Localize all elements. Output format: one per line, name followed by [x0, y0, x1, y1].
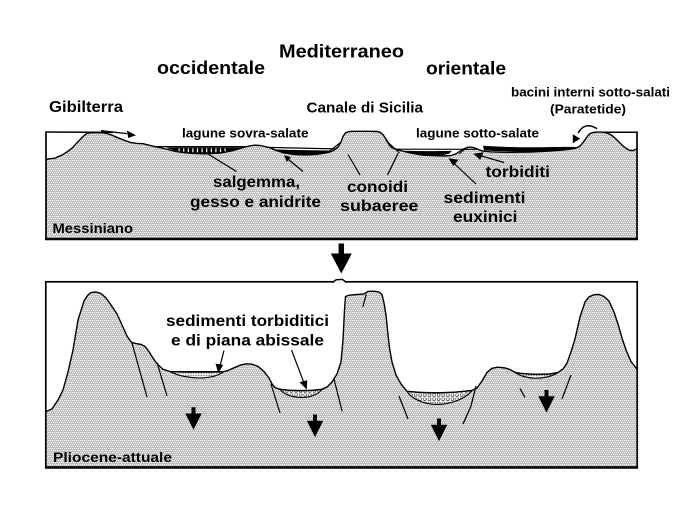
svg-text:sedimenti: sedimenti [444, 190, 526, 207]
svg-text:e di piana abissale: e di piana abissale [171, 333, 324, 350]
svg-text:salgemma,: salgemma, [213, 174, 300, 191]
svg-text:sedimenti torbiditici: sedimenti torbiditici [166, 313, 329, 330]
svg-text:(Paratetide): (Paratetide) [550, 102, 626, 117]
svg-text:gesso e anidrite: gesso e anidrite [190, 194, 321, 211]
svg-text:subaeree: subaeree [340, 198, 419, 215]
svg-text:Pliocene-attuale: Pliocene-attuale [53, 449, 172, 465]
svg-text:lagune sotto-salate: lagune sotto-salate [416, 125, 539, 140]
svg-text:euxinici: euxinici [453, 209, 518, 226]
svg-text:occidentale: occidentale [157, 58, 265, 78]
svg-text:Messiniano: Messiniano [53, 220, 134, 236]
svg-text:Gibilterra: Gibilterra [49, 99, 123, 116]
svg-text:torbiditi: torbiditi [486, 164, 551, 181]
svg-text:Canale di Sicilia: Canale di Sicilia [307, 100, 424, 117]
svg-text:bacini interni sotto-salati: bacini interni sotto-salati [511, 85, 670, 100]
svg-text:conoidi: conoidi [347, 179, 408, 196]
svg-text:lagune sovra-salate: lagune sovra-salate [182, 125, 309, 140]
svg-text:Mediterraneo: Mediterraneo [279, 42, 404, 62]
svg-text:orientale: orientale [426, 59, 506, 79]
